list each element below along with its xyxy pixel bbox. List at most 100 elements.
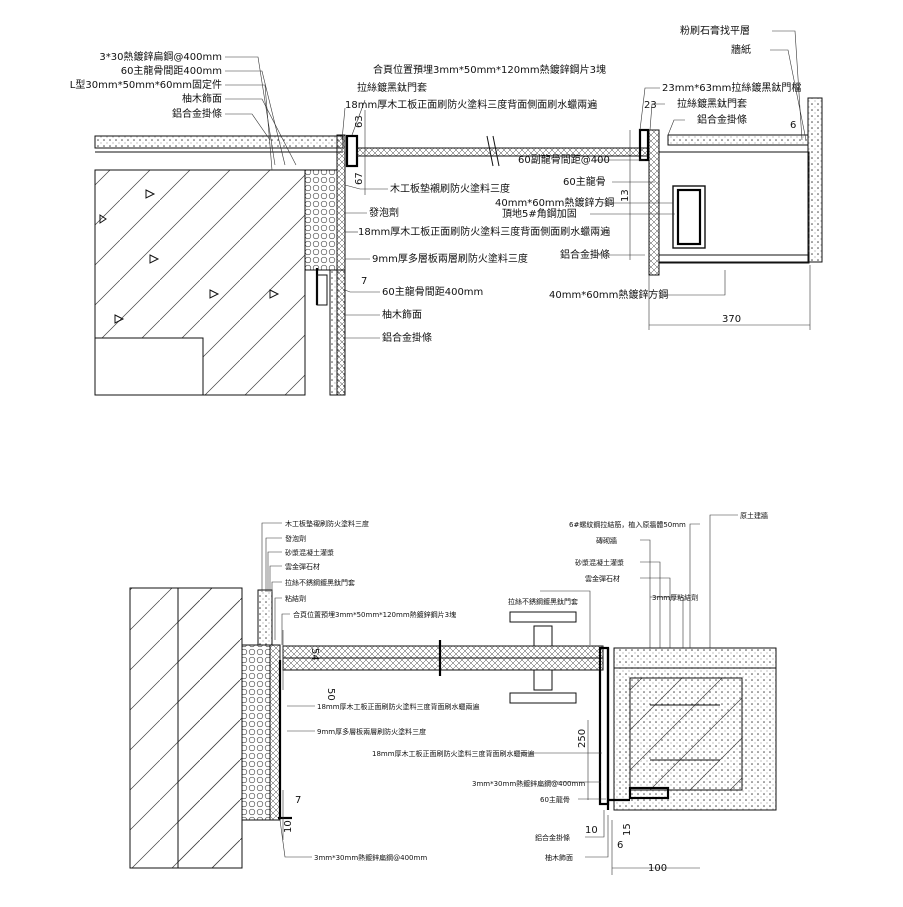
label: 60主龍骨 <box>563 175 606 188</box>
label: 6#螺紋鋼拉結筋，植入原牆體50mm <box>569 520 686 529</box>
dim: 10 <box>585 825 598 836</box>
label: 木工板墊襯刷防火塗料三度 <box>390 182 510 195</box>
label: L型30mm*50mm*60mm固定件 <box>70 78 222 91</box>
label: 柚木飾面 <box>182 92 222 105</box>
dim: 7 <box>295 795 301 806</box>
door-handle <box>509 611 577 704</box>
label: 砂漿混凝土灌漿 <box>575 558 624 567</box>
label: 拉絲鍍黑鈦門套 <box>357 81 427 94</box>
dim: 15 <box>622 823 633 836</box>
label: 粘結劑 <box>285 594 306 603</box>
label: 18mm厚木工板正面刷防火塗料三度背面刷水蠟兩遍 <box>317 702 480 711</box>
label: 頂地5#角鋼加固 <box>502 207 577 220</box>
dim: 23 <box>644 100 657 111</box>
label: 拉絲不銹鋼鍍黑鈦門套 <box>508 597 578 606</box>
break-mark <box>486 135 500 167</box>
dim: 54 <box>309 648 320 661</box>
dim: 6 <box>617 840 623 851</box>
top-wall-opening <box>94 337 204 396</box>
bottom-brick <box>629 677 743 791</box>
label: 60主龍骨間距400mm <box>382 285 483 298</box>
top-right-jamb <box>648 129 660 276</box>
label: 原土建牆 <box>740 511 768 520</box>
label: 鋁合金掛條 <box>697 113 747 126</box>
bottom-labels-left: 木工板墊襯刷防火塗料三度 發泡劑 砂漿混凝土灌漿 雲金彈石材 拉絲不銹鋼鍍黑鈦門… <box>285 519 456 619</box>
label: 鋁合金掛條 <box>535 833 570 842</box>
top-leaders-right <box>590 30 807 296</box>
label: 磚砌牆 <box>596 536 617 545</box>
label: 40mm*60mm熱鍍鋅方鋼 <box>495 196 614 209</box>
label: 60主龍骨間距400mm <box>121 64 222 77</box>
bottom-labels-mid: 18mm厚木工板正面刷防火塗料三度背面刷水蠟兩遍 9mm厚多層板兩層刷防火塗料三… <box>317 702 535 758</box>
dim: 250 <box>577 729 588 748</box>
dim: 50 <box>325 688 336 701</box>
label: 3mm*30mm熱鍍鋅扁鋼@400mm <box>314 853 427 862</box>
label: 牆紙 <box>731 43 751 56</box>
label: 3mm*30mm熱鍍鋅扁鋼@400mm <box>472 779 585 788</box>
top-jamb-foam <box>304 169 338 271</box>
top-leaders-center <box>344 184 388 339</box>
dim: 67 <box>354 172 365 185</box>
bottom-detail: 木工板墊襯刷防火塗料三度 發泡劑 砂漿混凝土灌漿 雲金彈石材 拉絲不銹鋼鍍黑鈦門… <box>129 511 777 875</box>
label: 柚木飾面 <box>545 853 573 862</box>
top-labels-right-top: 粉刷石膏找平層 牆紙 23mm*63mm拉絲鍍黑鈦門檔 拉絲鍍黑鈦門套 鋁合金掛… <box>662 24 801 126</box>
label: 18mm厚木工板正面刷防火塗料三度背面刷水蠟兩遍 <box>372 749 535 758</box>
bottom-jamb-foam <box>241 644 271 821</box>
top-labels-left: 3*30熱鍍鋅扁鋼@400mm 60主龍骨間距400mm L型30mm*50mm… <box>70 50 222 120</box>
bottom-jamb-board <box>269 644 281 821</box>
top-ceiling-band <box>94 135 344 149</box>
dim: 100 <box>648 863 667 874</box>
top-dims: 63 67 7 6 23 13 370 <box>354 100 796 325</box>
top-dimension-lines <box>364 110 811 330</box>
label: 40mm*60mm熱鍍鋅方鋼 <box>549 288 668 301</box>
label: 粉刷石膏找平層 <box>680 24 750 37</box>
label: 鋁合金掛條 <box>382 331 432 344</box>
bottom-leaders <box>261 514 738 858</box>
bottom-labels-right: 原土建牆 6#螺紋鋼拉結筋，植入原牆體50mm 磚砌牆 砂漿混凝土灌漿 雲金彈石… <box>569 511 768 602</box>
label: 柚木飾面 <box>382 308 422 321</box>
label: 23mm*63mm拉絲鍍黑鈦門檔 <box>662 81 801 94</box>
dim: 6 <box>790 120 796 131</box>
label: 合頁位置預埋3mm*50mm*120mm熱鍍鋅鋼片3塊 <box>373 63 606 76</box>
top-right-wall <box>807 97 823 263</box>
label: 砂漿混凝土灌漿 <box>285 548 334 557</box>
bottom-labels-top-center: 拉絲不銹鋼鍍黑鈦門套 <box>508 597 578 606</box>
bottom-labels-bottom-left: 3mm*30mm熱鍍鋅扁鋼@400mm <box>314 853 427 862</box>
bottom-right-slab <box>613 647 777 669</box>
label: 木工板墊襯刷防火塗料三度 <box>285 519 369 528</box>
top-labels-center-bottom: 60主龍骨間距400mm 柚木飾面 鋁合金掛條 <box>382 285 483 344</box>
label: 9mm厚多層板兩層刷防火塗料三度 <box>317 727 426 736</box>
top-leaders-left <box>225 56 366 171</box>
label: 拉絲不銹鋼鍍黑鈦門套 <box>285 578 355 587</box>
label: 雲金彈石材 <box>285 562 320 571</box>
bottom-right-jamb <box>598 646 610 806</box>
label: 18mm厚木工板正面刷防火塗料三度背面側面刷水蠟兩遍 <box>345 98 597 111</box>
bottom-labels-bottom-right: 3mm*30mm熱鍍鋅扁鋼@400mm 60主龍骨 鋁合金掛條 柚木飾面 <box>472 779 585 862</box>
label: 合頁位置預埋3mm*50mm*120mm熱鍍鋅鋼片3塊 <box>293 610 456 619</box>
top-labels-right-mid: 60副龍骨間距@400 60主龍骨 40mm*60mm熱鍍鋅方鋼 頂地5#角鋼加… <box>495 153 668 301</box>
top-detail: 3*30熱鍍鋅扁鋼@400mm 60主龍骨間距400mm L型30mm*50mm… <box>70 24 823 396</box>
label: 發泡劑 <box>285 534 306 543</box>
label: 鋁合金掛條 <box>172 107 222 120</box>
top-door-stop-left <box>345 134 359 168</box>
dim: 370 <box>722 314 741 325</box>
label: 3*30熱鍍鋅扁鋼@400mm <box>99 50 222 63</box>
dim: 7 <box>361 276 367 287</box>
aggregate-marks <box>99 189 280 324</box>
label: 鋁合金掛條 <box>560 248 610 261</box>
bottom-jamb-finish <box>257 589 273 646</box>
label: 60主龍骨 <box>540 795 570 804</box>
dim: 63 <box>354 115 365 128</box>
top-labels-center-mid: 木工板墊襯刷防火塗料三度 發泡劑 18mm厚木工板正面刷防火塗料三度背面側面刷水… <box>358 182 610 265</box>
bottom-dimension-lines <box>282 630 700 875</box>
label: 9mm厚多層板兩層刷防火塗料三度 <box>372 252 528 265</box>
top-labels-center-top: 合頁位置預埋3mm*50mm*120mm熱鍍鋅鋼片3塊 拉絲鍍黑鈦門套 18mm… <box>345 63 606 111</box>
label: 拉絲鍍黑鈦門套 <box>677 97 747 110</box>
label: 60副龍骨間距@400 <box>518 153 610 166</box>
label: 18mm厚木工板正面刷防火塗料三度背面側面刷水蠟兩遍 <box>358 225 610 238</box>
label: 3mm厚粘結劑 <box>652 593 698 602</box>
bottom-wall-stone <box>177 587 243 869</box>
top-right-ceiling <box>667 134 809 146</box>
dim: 13 <box>620 189 631 202</box>
